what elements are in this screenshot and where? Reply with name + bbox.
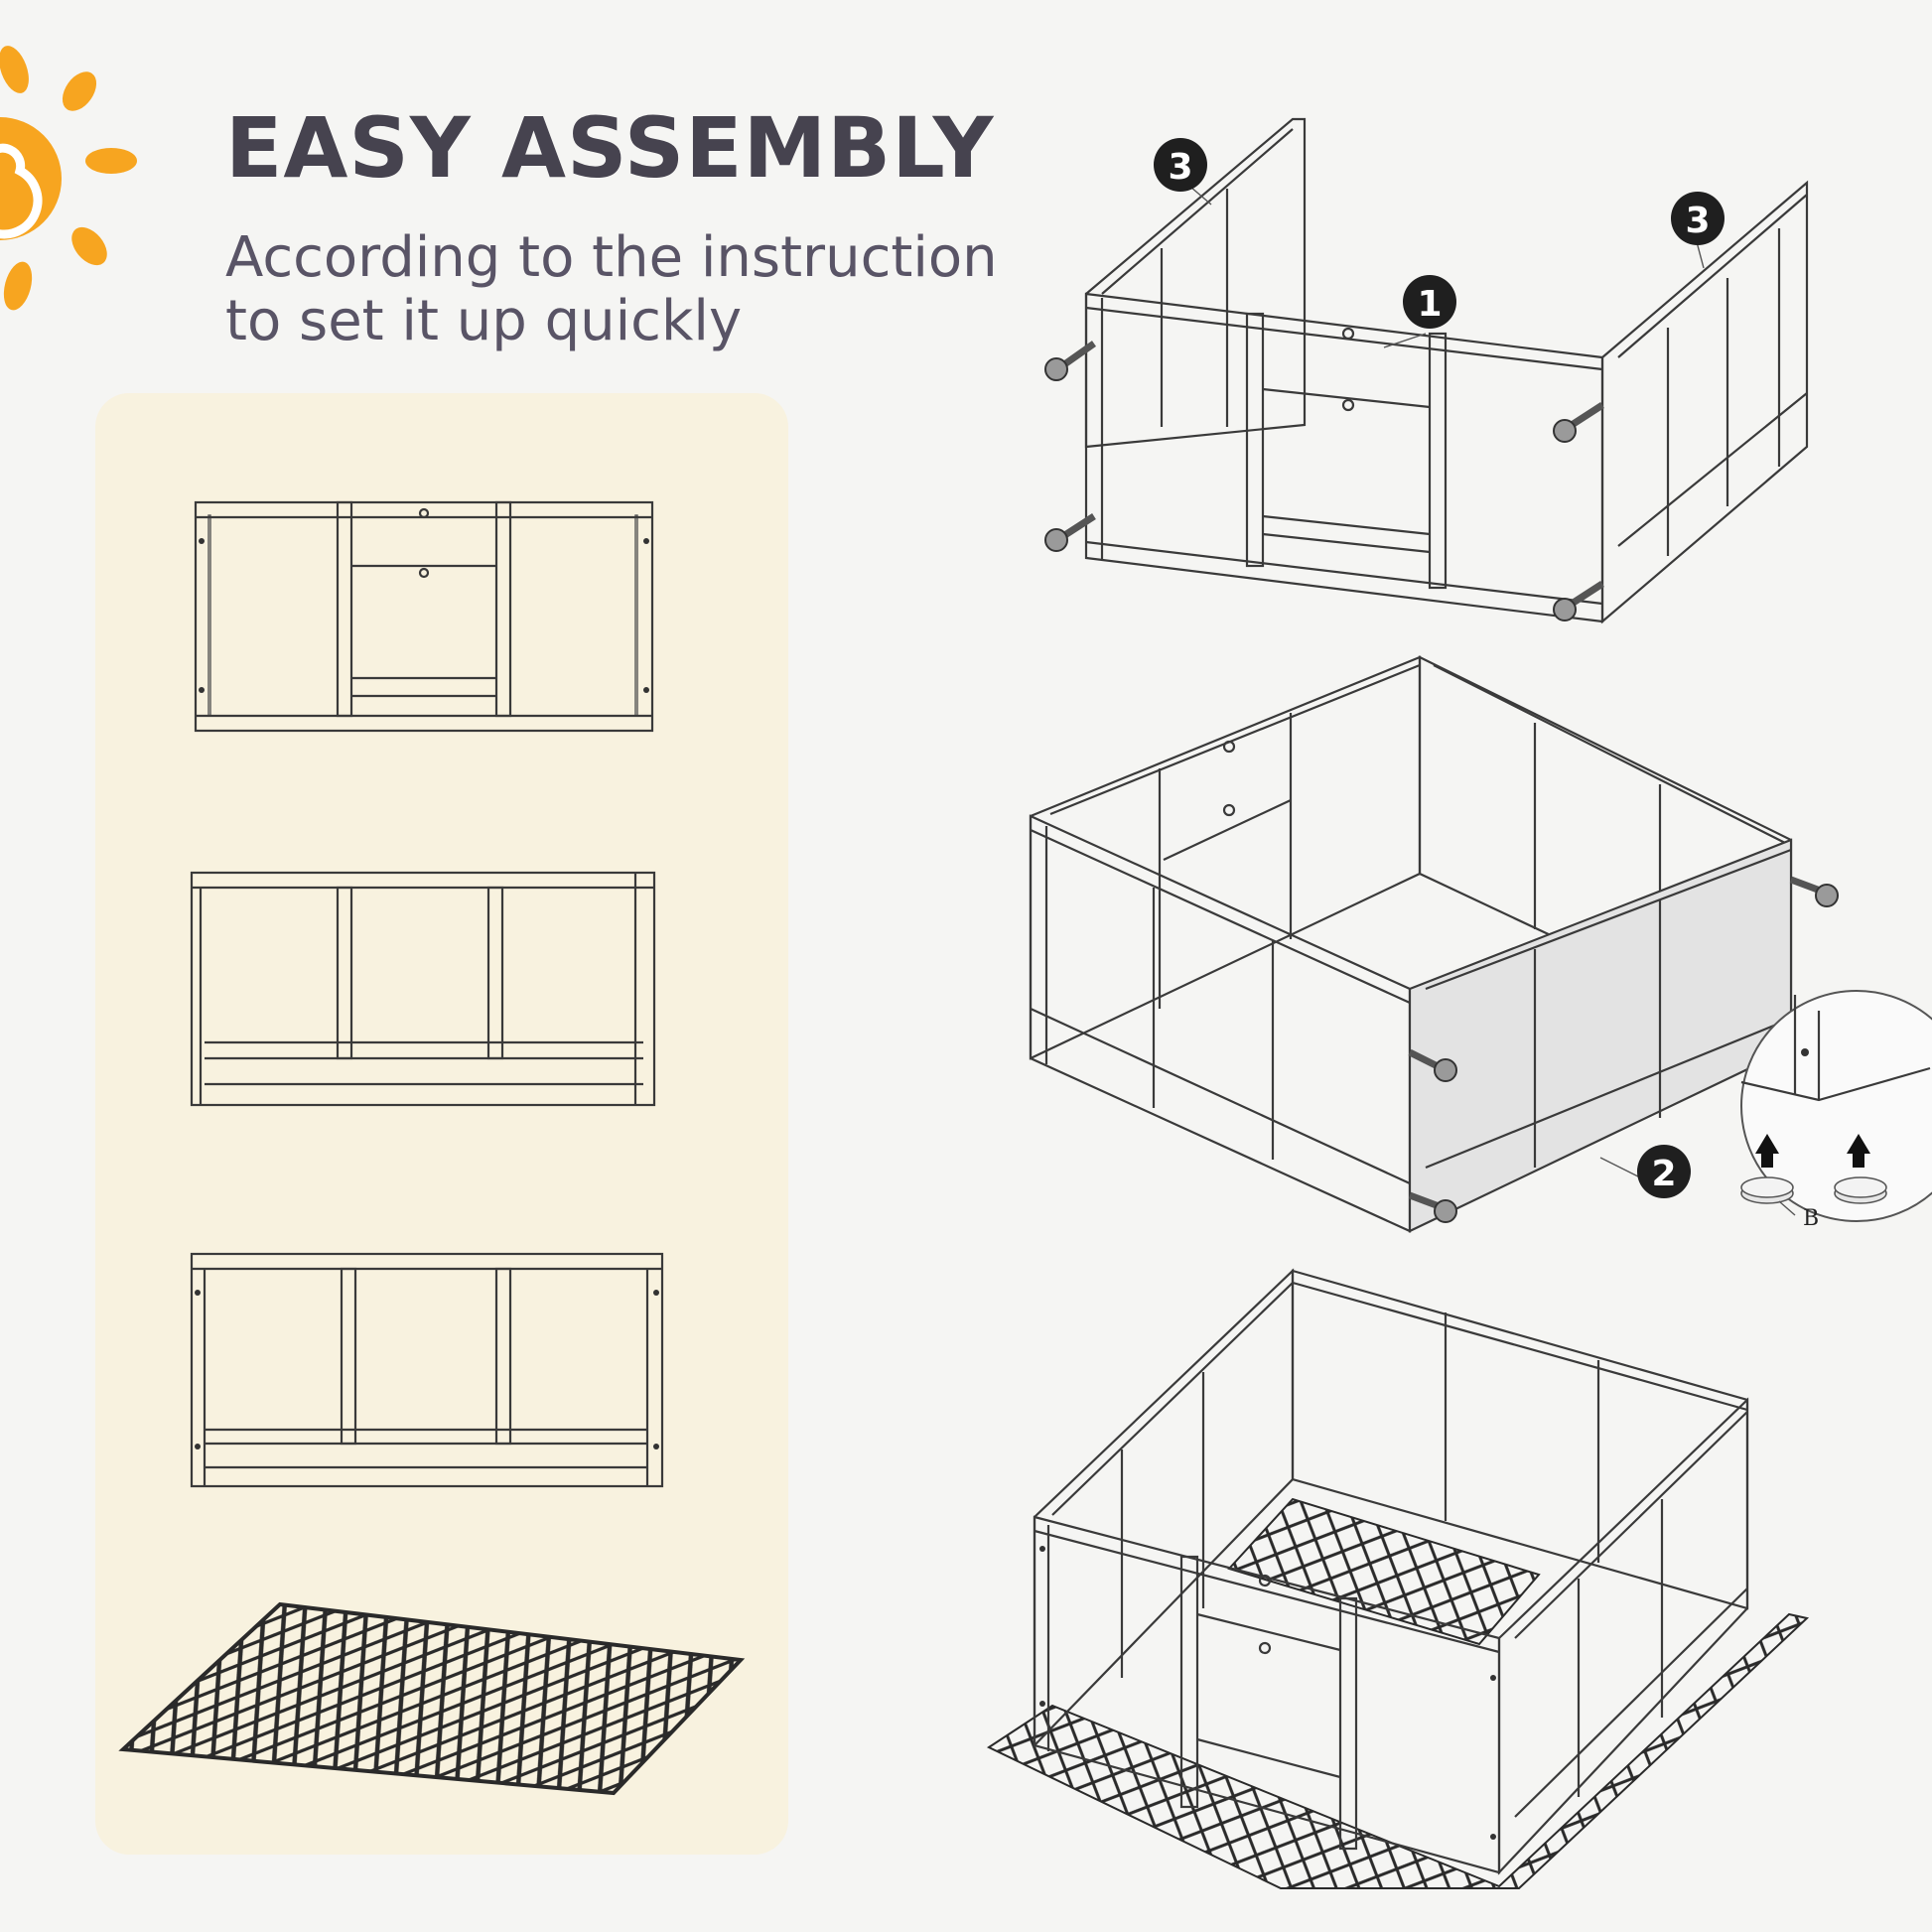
arrow-up-icon: [1847, 1134, 1870, 1168]
subtitle-line-2: to set it up quickly: [225, 289, 743, 353]
svg-text:1: 1: [1417, 284, 1442, 325]
screw-icon: [1408, 1191, 1457, 1223]
step-3-badge-right: 3: [1671, 192, 1725, 269]
sun-icon: [0, 46, 137, 311]
screw-icon: [1408, 1048, 1457, 1082]
screw-icon: [1044, 513, 1096, 552]
rubber-foot: [1834, 1176, 1887, 1204]
step-3-badge-left: 3: [1154, 138, 1212, 206]
step-1-badge: 1: [1383, 275, 1456, 348]
back-panel-illustration: [190, 871, 656, 1107]
svg-text:2: 2: [1651, 1154, 1676, 1194]
screw-icon: [1789, 876, 1839, 907]
screw-icon: [1553, 402, 1604, 443]
subtitle-line-1: According to the instruction: [225, 225, 998, 290]
assembly-step-3-illustration: [986, 1268, 1810, 1889]
arrow-up-icon: [1755, 1134, 1779, 1168]
page-subtitle: According to the instruction to set it u…: [225, 226, 1119, 353]
front-door-panel-illustration: [194, 500, 654, 733]
svg-text:3: 3: [1685, 201, 1710, 241]
page-title: EASY ASSEMBLY: [225, 99, 995, 197]
svg-text:3: 3: [1168, 147, 1192, 188]
part-b-label: B: [1803, 1206, 1819, 1231]
assembly-step-2-illustration: 2 B: [1029, 655, 1932, 1233]
screw-icon: [1044, 341, 1097, 381]
side-panel-illustration: [190, 1252, 664, 1488]
rubber-foot: [1740, 1176, 1794, 1204]
screw-icon: [1553, 581, 1604, 621]
floor-mat-illustration: [118, 1601, 746, 1796]
feet-detail-callout: B: [1740, 990, 1932, 1231]
assembly-step-1-illustration: 3 1 3: [1044, 117, 1809, 624]
step-2-badge: 2: [1599, 1145, 1691, 1198]
